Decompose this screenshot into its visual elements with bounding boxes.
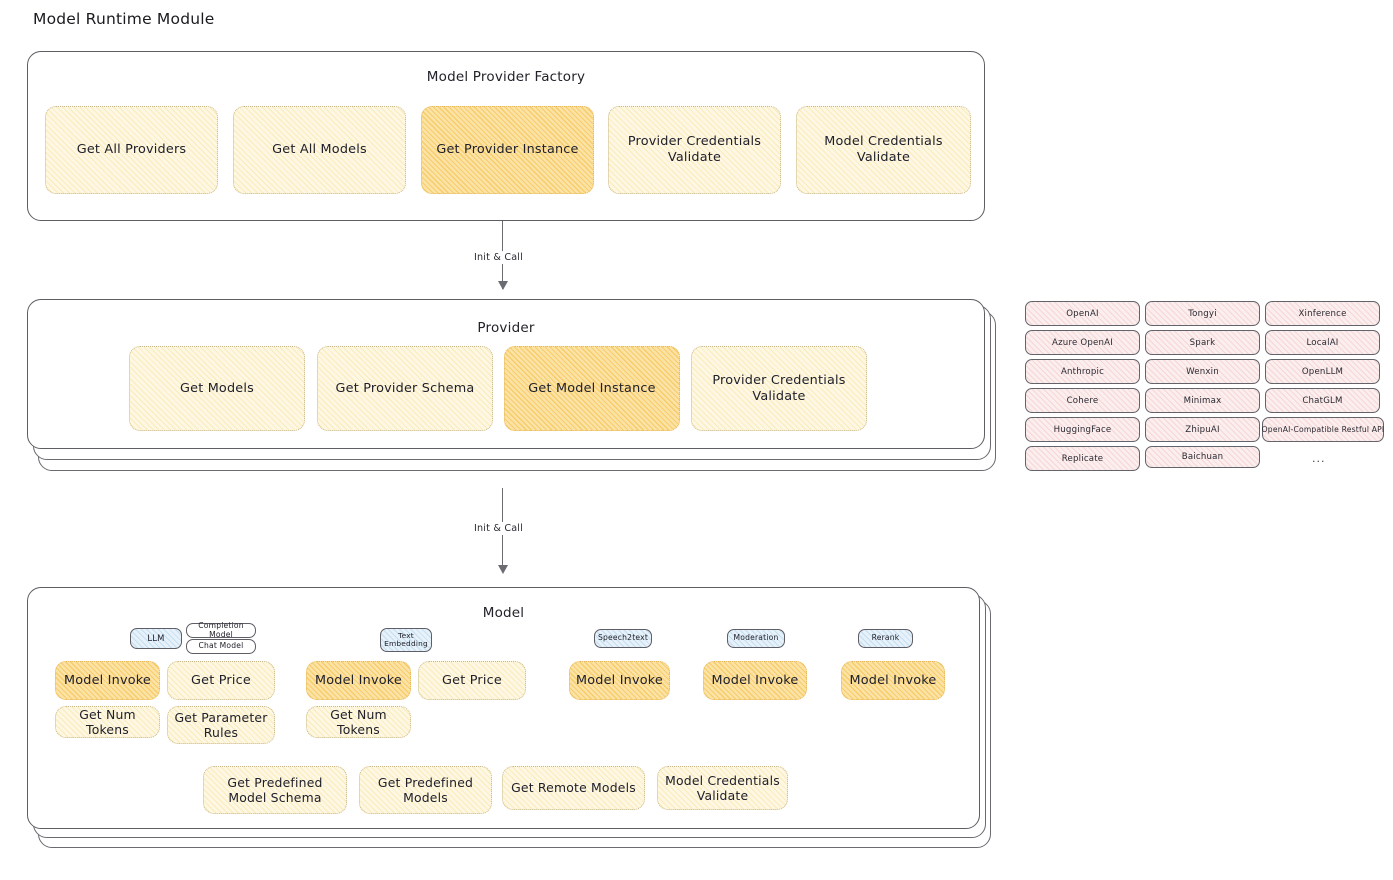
model-common-op-model-credentials-validate[interactable]: Model Credentials Validate (657, 766, 788, 810)
provider-chip-localai[interactable]: LocalAI (1265, 330, 1380, 355)
model-llm-op-get-price[interactable]: Get Price (167, 661, 275, 700)
model-embedding-op-model-invoke[interactable]: Model Invoke (306, 661, 411, 700)
factory-box-model-credentials-validate[interactable]: Model Credentials Validate (796, 106, 971, 194)
model-llm-op-get-parameter-rules[interactable]: Get Parameter Rules (167, 706, 275, 744)
arrow-factory-to-provider-label: Init & Call (470, 251, 528, 264)
provider-box-get-models[interactable]: Get Models (129, 346, 305, 431)
model-type-tag-llm[interactable]: LLM (130, 628, 182, 649)
provider-chip-chatglm[interactable]: ChatGLM (1265, 388, 1380, 413)
provider-chip-spark[interactable]: Spark (1145, 330, 1260, 355)
model-embedding-op-get-num-tokens[interactable]: Get Num Tokens (306, 706, 411, 738)
provider-title: Provider (477, 320, 535, 336)
arrow-factory-to-provider-head (498, 281, 508, 290)
provider-chip-huggingface[interactable]: HuggingFace (1025, 417, 1140, 442)
page-title: Model Runtime Module (33, 10, 215, 28)
arrow-provider-to-model-label: Init & Call (470, 522, 528, 535)
model-rerank-op-model-invoke[interactable]: Model Invoke (841, 661, 945, 700)
provider-box-get-model-instance[interactable]: Get Model Instance (504, 346, 680, 431)
model-subtag-chat-model[interactable]: Chat Model (186, 639, 256, 654)
provider-chip-openllm[interactable]: OpenLLM (1265, 359, 1380, 384)
model-type-tag-moderation[interactable]: Moderation (727, 629, 785, 648)
provider-box-provider-credentials-validate[interactable]: Provider Credentials Validate (691, 346, 867, 431)
provider-chip-cohere[interactable]: Cohere (1025, 388, 1140, 413)
factory-box-provider-credentials-validate[interactable]: Provider Credentials Validate (608, 106, 781, 194)
provider-chips-more-ellipsis: ... (1312, 452, 1326, 465)
model-panel: Model (27, 587, 980, 829)
model-llm-op-model-invoke[interactable]: Model Invoke (55, 661, 160, 700)
model-title: Model (482, 605, 525, 621)
model-subtag-completion-model[interactable]: Completion Model (186, 621, 256, 638)
provider-chip-openai-compatible-restful-api[interactable]: OpenAI-Compatible Restful API (1262, 417, 1384, 442)
model-type-tag-speech2text[interactable]: Speech2text (594, 629, 652, 648)
model-type-tag-text-embedding[interactable]: Text Embedding (380, 628, 432, 652)
factory-box-get-all-providers[interactable]: Get All Providers (45, 106, 218, 194)
provider-chip-wenxin[interactable]: Wenxin (1145, 359, 1260, 384)
factory-title: Model Provider Factory (426, 69, 586, 85)
model-type-tag-rerank[interactable]: Rerank (858, 629, 913, 648)
model-llm-op-get-num-tokens[interactable]: Get Num Tokens (55, 706, 160, 738)
model-speech2text-op-model-invoke[interactable]: Model Invoke (569, 661, 670, 700)
arrow-provider-to-model-head (498, 565, 508, 574)
model-common-op-get-remote-models[interactable]: Get Remote Models (502, 766, 645, 810)
model-common-op-get-predefined-models[interactable]: Get Predefined Models (359, 766, 492, 814)
provider-chip-zhipuai[interactable]: ZhipuAI (1145, 417, 1260, 442)
factory-box-get-provider-instance[interactable]: Get Provider Instance (421, 106, 594, 194)
model-common-op-get-predefined-model-schema[interactable]: Get Predefined Model Schema (203, 766, 347, 814)
model-embedding-op-get-price[interactable]: Get Price (418, 661, 526, 700)
provider-chip-xinference[interactable]: Xinference (1265, 301, 1380, 326)
provider-chip-anthropic[interactable]: Anthropic (1025, 359, 1140, 384)
provider-chip-baichuan[interactable]: Baichuan (1145, 446, 1260, 468)
provider-chip-minimax[interactable]: Minimax (1145, 388, 1260, 413)
provider-chip-replicate[interactable]: Replicate (1025, 446, 1140, 471)
factory-box-get-all-models[interactable]: Get All Models (233, 106, 406, 194)
model-moderation-op-model-invoke[interactable]: Model Invoke (703, 661, 807, 700)
provider-box-get-provider-schema[interactable]: Get Provider Schema (317, 346, 493, 431)
provider-chip-azure-openai[interactable]: Azure OpenAI (1025, 330, 1140, 355)
provider-chip-openai[interactable]: OpenAI (1025, 301, 1140, 326)
provider-chip-tongyi[interactable]: Tongyi (1145, 301, 1260, 326)
